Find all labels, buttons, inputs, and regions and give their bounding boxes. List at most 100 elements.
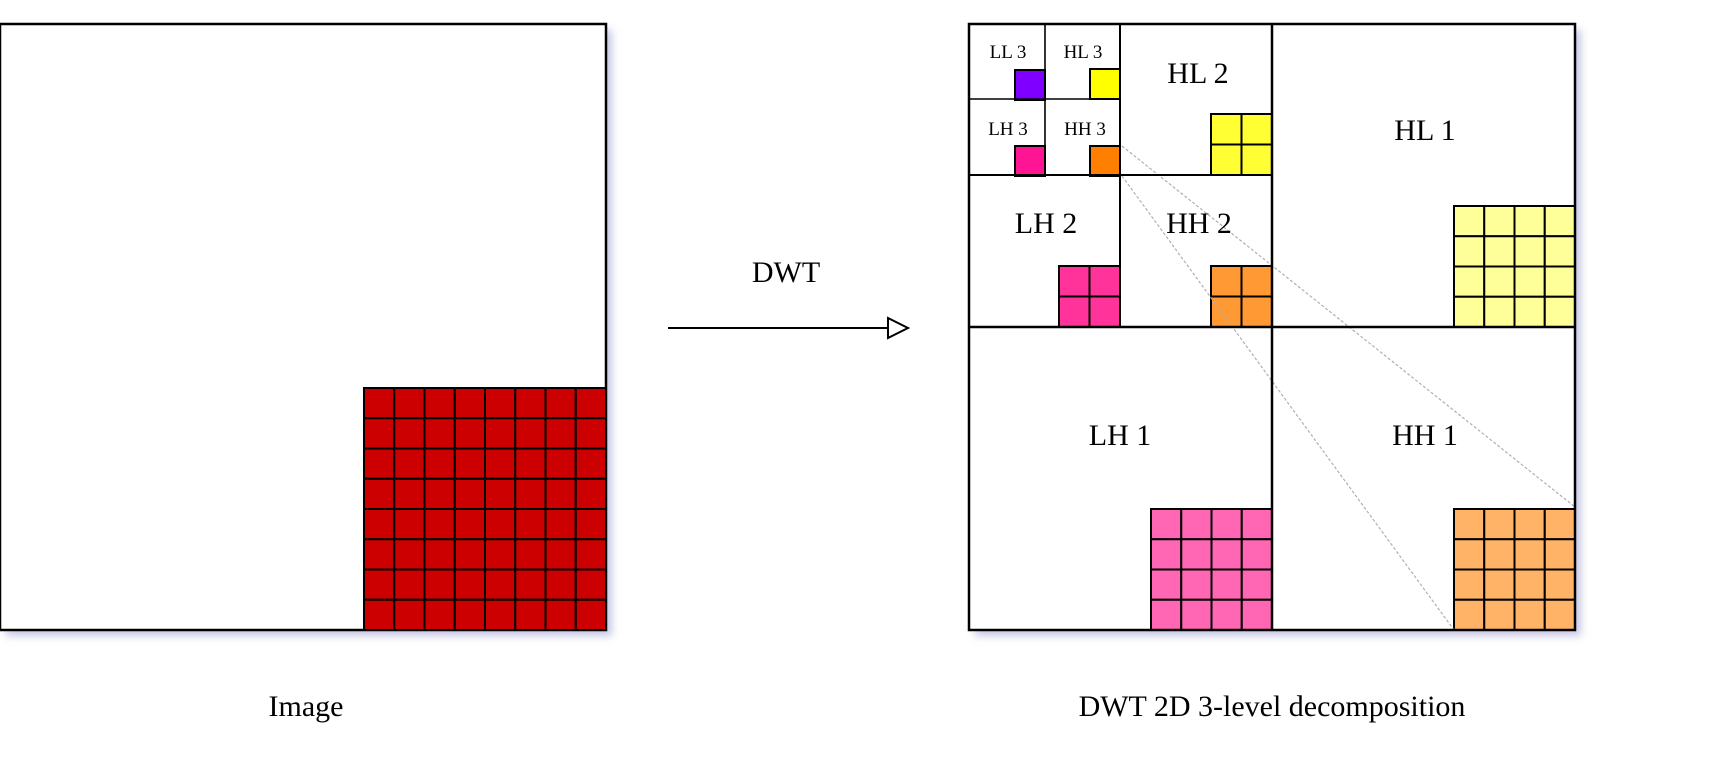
block-hl1-cell xyxy=(1453,235,1486,268)
image-block-cell xyxy=(514,477,547,510)
block-hl1-cell xyxy=(1513,295,1546,328)
image-block-cell xyxy=(514,447,547,480)
decomposition-panel: LL 3 HL 3 LH 3 HH 3 HL 2 LH 2 HH 2 HL 1 … xyxy=(967,22,1581,636)
image-block-cell xyxy=(363,447,396,480)
block-lh1-cell xyxy=(1240,508,1273,541)
image-block-cell xyxy=(484,417,517,450)
block-hh1-cell xyxy=(1483,568,1516,601)
block-hh2 xyxy=(1210,265,1273,328)
label-lh2: LH 2 xyxy=(1015,207,1078,240)
image-block-cell xyxy=(423,477,456,510)
image-block-cell xyxy=(544,477,577,510)
label-hl2: HL 2 xyxy=(1167,57,1228,90)
block-lh1-cell xyxy=(1180,598,1213,631)
block-hh1-cell xyxy=(1453,508,1486,541)
block-hh2-cell xyxy=(1240,295,1273,328)
label-lh3: LH 3 xyxy=(988,119,1028,140)
block-hl2-cell xyxy=(1240,113,1273,146)
image-block-cell xyxy=(484,598,517,631)
image-block-cell xyxy=(574,598,607,631)
block-hh1-cell xyxy=(1543,598,1576,631)
block-hl1-cell xyxy=(1483,235,1516,268)
image-block-cell xyxy=(453,447,486,480)
image-block-cell xyxy=(514,598,547,631)
block-lh1-cell xyxy=(1180,538,1213,571)
block-lh1-cell xyxy=(1240,568,1273,601)
image-block-cell xyxy=(544,387,577,420)
label-hh2: HH 2 xyxy=(1166,207,1232,240)
image-block-cell xyxy=(453,598,486,631)
block-lh2-cell xyxy=(1058,265,1091,298)
block-lh1-cell xyxy=(1210,598,1243,631)
image-block-cell xyxy=(544,598,577,631)
image-block-cell xyxy=(514,387,547,420)
label-hh1: HH 1 xyxy=(1392,419,1458,452)
image-block-cell xyxy=(453,568,486,601)
block-hh1-cell xyxy=(1543,568,1576,601)
block-hl2-cell xyxy=(1210,113,1243,146)
image-block-cell xyxy=(393,387,426,420)
guide-line-right xyxy=(1121,145,1576,508)
label-hh3: HH 3 xyxy=(1064,119,1106,140)
block-hh2-cell xyxy=(1240,265,1273,298)
image-block-cell xyxy=(363,477,396,510)
image-block-grid xyxy=(363,387,607,631)
block-hh2-cell xyxy=(1210,265,1243,298)
image-block-cell xyxy=(544,538,577,571)
dwt-arrow: DWT xyxy=(668,256,911,340)
image-block-cell xyxy=(544,508,577,541)
block-hl3 xyxy=(1089,68,1121,100)
image-block-cell xyxy=(393,598,426,631)
block-lh1-cell xyxy=(1150,538,1183,571)
block-hh1-cell xyxy=(1543,508,1576,541)
image-block-cell xyxy=(363,538,396,571)
decomposition-frame xyxy=(967,22,1577,632)
image-block-cell xyxy=(544,417,577,450)
block-hl1-cell xyxy=(1513,265,1546,298)
image-block-cell xyxy=(484,568,517,601)
block-hh2-cell xyxy=(1210,295,1243,328)
image-block-cell xyxy=(423,568,456,601)
image-block-cell xyxy=(453,387,486,420)
block-hh1-cell xyxy=(1513,568,1546,601)
block-lh1-cell xyxy=(1150,508,1183,541)
block-lh1-cell xyxy=(1150,598,1183,631)
block-hl2-cell xyxy=(1240,143,1273,176)
block-hh1-cell xyxy=(1453,568,1486,601)
block-lh1-cell xyxy=(1180,508,1213,541)
image-panel xyxy=(0,22,612,636)
image-block-cell xyxy=(574,568,607,601)
image-block-cell xyxy=(574,417,607,450)
block-hh3-cell xyxy=(1089,145,1121,177)
block-lh2 xyxy=(1058,265,1121,328)
image-block-cell xyxy=(514,508,547,541)
subband-dividers xyxy=(969,24,1575,630)
block-hl1-cell xyxy=(1543,235,1576,268)
decomposition-caption: DWT 2D 3-level decomposition xyxy=(1079,690,1466,723)
image-block-cell xyxy=(574,508,607,541)
block-hl1-cell xyxy=(1483,205,1516,238)
block-hl1-cell xyxy=(1483,295,1516,328)
image-block-cell xyxy=(574,447,607,480)
image-block-cell xyxy=(453,477,486,510)
subband-blocks xyxy=(1014,68,1576,631)
image-block-cell xyxy=(363,508,396,541)
block-ll3 xyxy=(1014,69,1046,101)
image-block-cell xyxy=(574,387,607,420)
image-block-cell xyxy=(363,417,396,450)
block-hh1-cell xyxy=(1483,598,1516,631)
block-lh1 xyxy=(1150,508,1273,631)
subband-labels: LL 3 HL 3 LH 3 HH 3 HL 2 LH 2 HH 2 HL 1 … xyxy=(988,42,1458,452)
block-lh3-cell xyxy=(1014,145,1046,177)
image-block-cell xyxy=(423,538,456,571)
label-hl1: HL 1 xyxy=(1394,114,1455,147)
label-lh1: LH 1 xyxy=(1089,419,1152,452)
block-hl1-cell xyxy=(1543,295,1576,328)
arrow-label: DWT xyxy=(752,256,820,289)
block-hl1-cell xyxy=(1483,265,1516,298)
image-block-cell xyxy=(393,417,426,450)
block-hh1-cell xyxy=(1513,538,1546,571)
block-lh3 xyxy=(1014,145,1046,177)
block-hl2-cell xyxy=(1210,143,1243,176)
block-lh1-cell xyxy=(1240,598,1273,631)
